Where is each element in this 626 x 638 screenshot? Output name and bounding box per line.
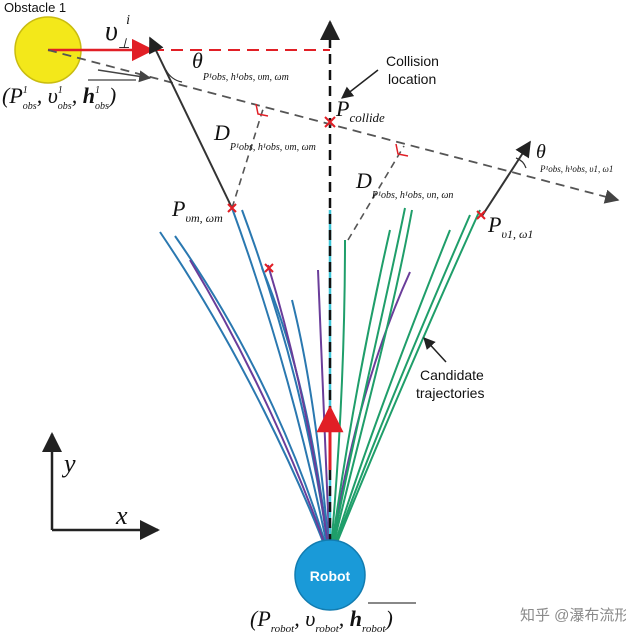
trajectory-purple-2: [267, 264, 331, 561]
collision-pointer-arrow: [341, 69, 379, 99]
trajectory-blue-6: [291, 299, 331, 561]
robot-state: (Probot, υrobot, hrobot): [250, 606, 393, 635]
point-1-label: Pυ1, ω1: [487, 212, 533, 241]
trajectory-green-1: [329, 239, 346, 561]
candidate-label-line2: trajectories: [416, 385, 484, 401]
distance-m-label: DP¹obs, h¹obs, υm, ωm: [213, 120, 316, 153]
trajectory-green-3: [329, 207, 406, 561]
trajectory-purple-1: [189, 259, 331, 561]
collision-cross: [324, 116, 336, 128]
obstacle-title: Obstacle 1: [4, 0, 66, 15]
collide-point-label: Pcollide: [335, 96, 385, 125]
candidate-pointer-arrow: [423, 337, 447, 363]
heading-arrow-m: [149, 36, 233, 209]
trajectory-blue-1: [159, 231, 331, 561]
distance-n-label: DP¹obs, h¹obs, υn, ωn: [355, 168, 453, 201]
watermark: 知乎 @瀑布流形: [520, 607, 626, 624]
velocity-perp-label: υ⊥i: [105, 13, 130, 52]
collision-label-line2: location: [388, 71, 436, 87]
cross-m: [227, 203, 237, 213]
right-angle-n: [395, 143, 409, 157]
trajectory-green-6: [329, 214, 471, 561]
distance-line-m: [231, 105, 265, 209]
trajectory-green-2: [329, 229, 391, 561]
robot-label: Robot: [310, 568, 351, 584]
theta-right-label: θ: [536, 141, 546, 163]
trajectory-green-7: [329, 209, 481, 561]
trajectory-green-5: [329, 229, 451, 561]
theta-arc-left: [165, 69, 183, 83]
distance-line-n: [347, 145, 405, 241]
robot-circle: [294, 539, 366, 611]
heading-pointer-arrow: [97, 69, 152, 83]
candidate-label-line1: Candidate: [420, 367, 484, 383]
candidate-trajectories: [159, 207, 481, 561]
trajectory-blue-3: [231, 207, 331, 561]
trajectory-blue-2: [174, 235, 331, 561]
cross-1: [476, 210, 486, 220]
trajectory-blue-4: [241, 209, 331, 561]
y-axis-label: y: [61, 449, 76, 478]
cross-mid: [264, 263, 274, 273]
x-axis-label: x: [115, 501, 128, 530]
heading-arrow-1: [481, 140, 531, 217]
collision-label-line1: Collision: [386, 53, 439, 69]
theta-arc-right: [515, 157, 527, 169]
theta-right-sub: P¹obs, h¹obs, υ1, ω1: [539, 164, 613, 174]
trajectory-purple-4: [329, 271, 411, 561]
trajectory-green-4: [329, 209, 413, 561]
theta-left-label: θP¹obs, h¹obs, υm, ωm: [192, 48, 289, 83]
point-m-label: Pυm, ωm: [171, 196, 223, 225]
right-angle-m: [255, 103, 269, 117]
